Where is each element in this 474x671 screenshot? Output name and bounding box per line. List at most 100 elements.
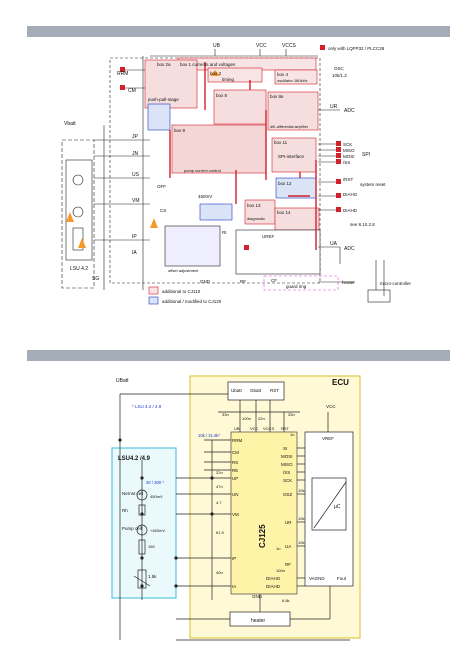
label-spi: SPI: [362, 152, 370, 158]
push-pull-label: push-pull-stage: [148, 97, 179, 102]
pin-up: UP: [232, 476, 238, 481]
ubatt-box-rst: RST: [270, 388, 279, 393]
label-diahg: DIAHG: [343, 192, 358, 197]
pin-rf: RF: [285, 562, 291, 567]
pin-sck: SCK: [283, 478, 292, 483]
diff-amp-label: diff.-differential amplifier: [270, 125, 309, 129]
bottom-labels: UBatt ECU * LSU 4.2 / 4.9 LSU4.2 /4.9 CJ…: [116, 378, 349, 624]
pin-ip: IP: [232, 556, 236, 561]
label-adc-2: ADC: [344, 246, 355, 252]
pump-current-label: pump current control: [184, 168, 221, 173]
box11-label: box 11: [274, 140, 288, 145]
label-vcc: VCC: [256, 43, 267, 49]
val-plus-450mv: +450mV: [150, 528, 165, 533]
label-jn: JN: [132, 151, 139, 157]
label-jp: JP: [132, 134, 139, 140]
label-450mv: 450mV: [198, 194, 212, 199]
label-vccs: VCCS: [282, 43, 297, 49]
pin-vcc: VCC: [250, 426, 259, 431]
box9-label: box 9: [174, 128, 186, 133]
legend-additional-cj110: additional to CJ110: [162, 289, 201, 294]
label-ubatt: UBatt: [116, 378, 129, 384]
pin-miso: MISO: [281, 462, 293, 467]
pump-cell-label: Pump cell: [122, 526, 142, 531]
pin-rst: RST: [281, 426, 290, 431]
label-ri: RI: [222, 230, 227, 235]
label-rh: Rh: [122, 508, 128, 513]
box12-label: box 12: [278, 181, 292, 186]
section-header-bar-top: [27, 26, 450, 37]
label-micro-controller: micro-controller: [380, 281, 412, 286]
label-ur: UR: [330, 104, 338, 110]
section-header-bar-bottom: [27, 350, 450, 361]
label-vm: VM: [132, 198, 140, 204]
val-10k-a: 10k: [298, 488, 304, 493]
bottom-node-dots: [118, 438, 214, 588]
label-miso: MISO: [343, 148, 355, 153]
label-rst: /RST: [343, 177, 354, 182]
nernst-cell-label: Nernst cell: [122, 491, 143, 496]
box8e-label: box 8e: [270, 94, 284, 99]
pin-diahd: DIAHD: [266, 584, 281, 589]
pin-cm: CM: [232, 450, 239, 455]
offset-adjust-label: offset adjustment: [168, 268, 199, 273]
label-sck: SCK: [343, 142, 352, 147]
label-osc-ext: 10k/1.2: [332, 73, 347, 78]
label-gnd: GND: [200, 279, 211, 284]
label-uref: UREF: [262, 234, 275, 239]
legend-additional-cj120: additional / modified to CJ120: [162, 299, 222, 304]
pin-un: UN: [232, 492, 239, 497]
pin-ua: UA: [285, 544, 291, 549]
diagnostic-label: diagnostic: [247, 216, 265, 221]
val-10k-c: 10k: [298, 540, 304, 545]
top-labels: UB VCC VCCS only with LQFP32 / PLCC28 bo…: [64, 43, 412, 304]
fout-label: Fout: [337, 576, 347, 581]
ubatt-box-gbatt: Gbatt: [250, 388, 262, 393]
val-4-7: 4.7: [216, 500, 222, 505]
box4-label: box 4: [277, 72, 289, 77]
pin-re: RE: [232, 468, 238, 473]
mc-vcc-label: VCC: [326, 404, 336, 409]
val-150: 150: [148, 544, 155, 549]
heater-label: heater: [251, 618, 266, 624]
vagnd-label: VAGND: [309, 576, 325, 581]
box8-label: box 8: [216, 93, 228, 98]
pin-osz: OSZ: [283, 492, 293, 497]
top-red-connectors: [169, 62, 317, 250]
pin-vm: VM: [232, 512, 239, 517]
timing-label: timing: [222, 77, 235, 82]
sg-label: SG: [92, 276, 99, 282]
val-1n-b: 1n: [276, 546, 280, 551]
pin-ur: UR: [285, 520, 292, 525]
label-adc-1: ADC: [344, 108, 355, 114]
label-off: OFF: [157, 184, 166, 189]
pin-diahg: DIAHG: [266, 576, 281, 581]
pin-rs: RS: [232, 460, 238, 465]
pin-ss: /SS: [283, 470, 290, 475]
label-cs: CS: [160, 208, 166, 213]
lsu-label: LSU 4.2: [70, 266, 88, 272]
val-33n-a: 33n: [222, 412, 229, 417]
label-mosi: MOSI: [343, 154, 355, 159]
val-100n-b: 100n: [276, 568, 285, 573]
val-61-9: 61.9: [216, 530, 225, 535]
box2a-label: box 2a: [157, 62, 171, 67]
pin-mosi: MOSI: [281, 454, 293, 459]
val-10k-b: 10k: [298, 516, 304, 521]
val-blue-rcal: 30 / 300 *: [146, 480, 164, 485]
lsu-box-label: LSU4.2 /4.9: [118, 456, 151, 462]
label-rc: 1.5k: [148, 574, 157, 579]
pin-ub: UB: [234, 426, 240, 431]
label-ub: UB: [213, 43, 221, 49]
val-47n: 47n: [216, 484, 223, 489]
val-6-8k: 6.8k: [282, 598, 290, 603]
lsu-version-note: * LSU 4.2 / 4.9: [132, 404, 162, 409]
spi-interface-label: SPI-interface: [278, 154, 305, 159]
ecu-label: ECU: [332, 378, 349, 387]
oscillator-label: oscillator 160kHz: [277, 78, 307, 83]
vref-label: VREF: [322, 436, 334, 441]
val-100n-a: 100n: [242, 416, 251, 421]
pin-vccs: VCCS: [263, 426, 274, 431]
label-guard-ring: guard ring: [286, 284, 307, 289]
pin-gnd: GND: [252, 594, 263, 599]
